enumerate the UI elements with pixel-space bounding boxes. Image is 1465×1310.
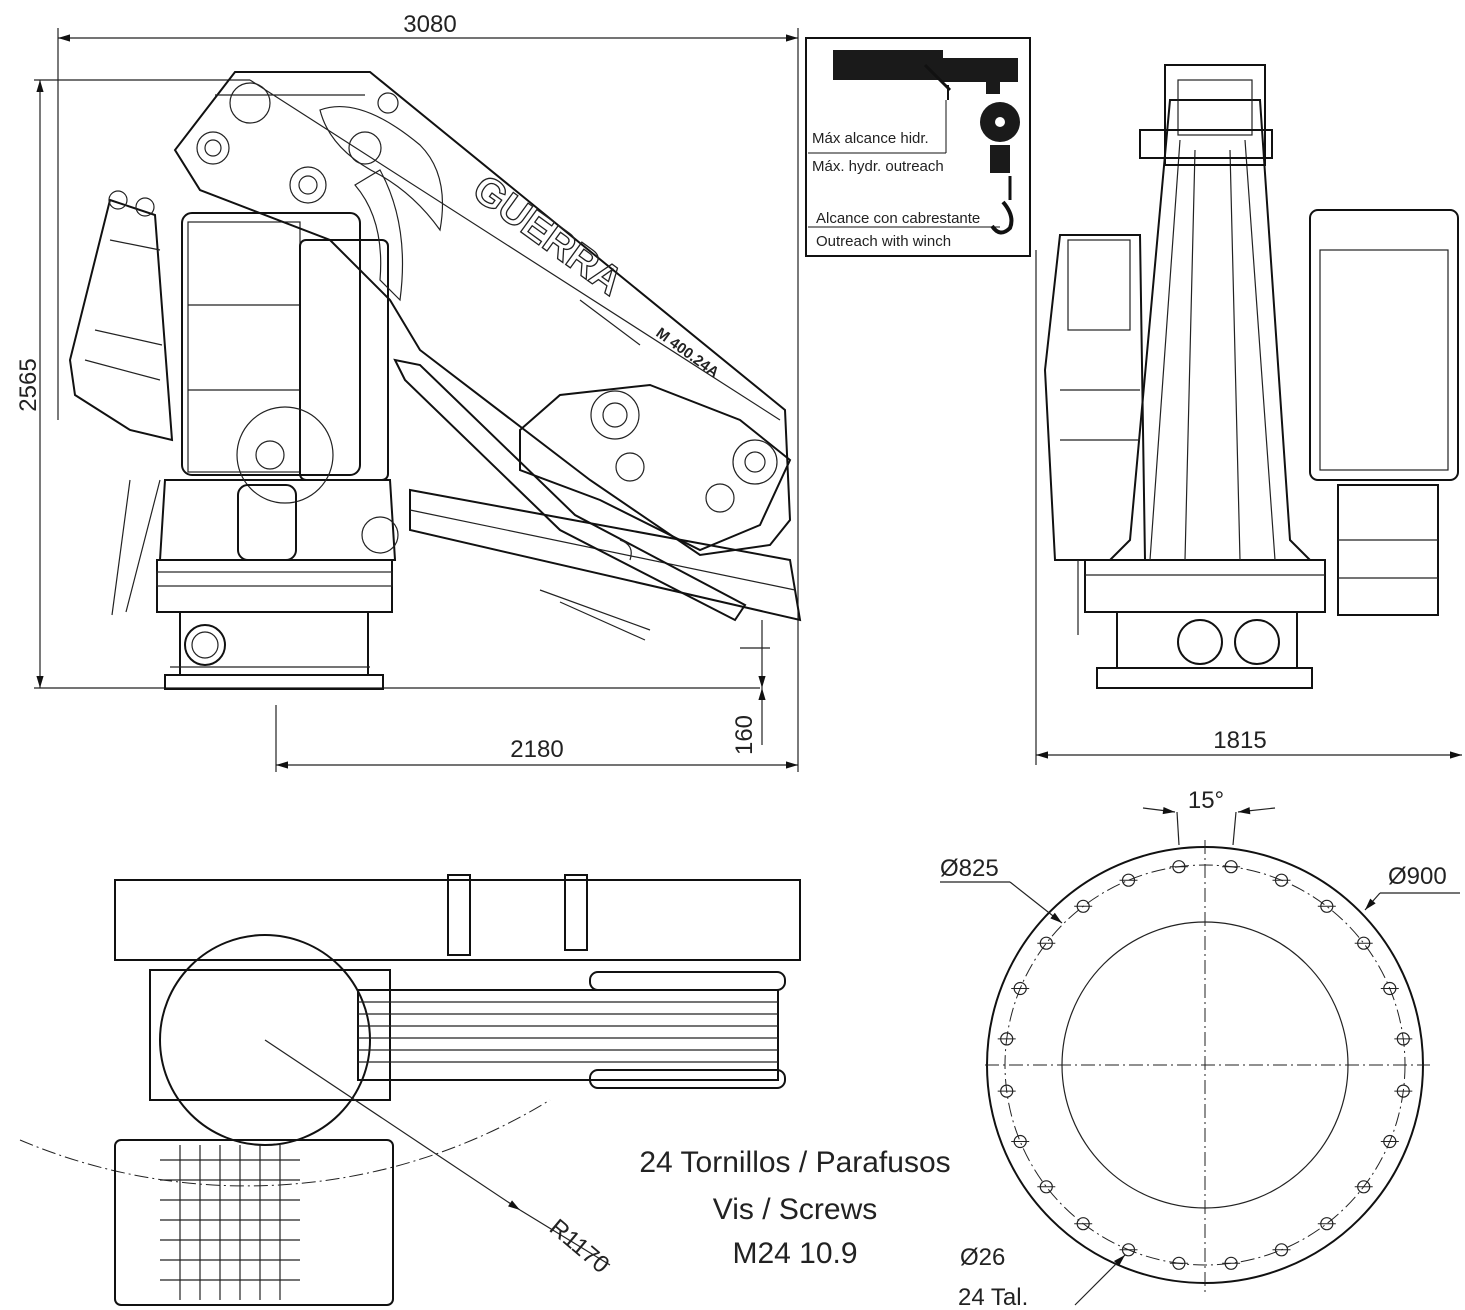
flange-drawing: 15° Ø825 Ø900 Ø26 24 Tal.	[940, 787, 1460, 1310]
hole-diameter-label: Ø26	[960, 1244, 1005, 1271]
crane-top-view: R1170	[19, 874, 801, 1306]
front-width-label: 1815	[1213, 727, 1266, 754]
legend-line-4: Outreach with winch	[816, 233, 951, 250]
outer-diameter-label: Ø900	[1388, 863, 1447, 890]
crane-side-view: GUERRA M 400.24A	[68, 71, 802, 690]
angle-label: 15°	[1188, 787, 1224, 814]
bolt-holes	[997, 860, 1413, 1270]
legend-line-1: Máx alcance hidr.	[812, 130, 929, 147]
pcd-label: Ø825	[940, 855, 999, 882]
bolt-spec-line-1: 24 Tornillos / Parafusos	[639, 1146, 950, 1179]
base-offset-label: 160	[731, 715, 758, 755]
bolt-spec-line-3: M24 10.9	[732, 1237, 857, 1270]
hydraulic-reach-label: 2180	[510, 736, 563, 763]
dimension-base-offset: 160	[731, 620, 770, 755]
legend-box: Máx alcance hidr. Máx. hydr. outreach Al…	[805, 37, 1031, 257]
radius-label: R1170	[544, 1214, 614, 1279]
overall-width-label: 3080	[403, 11, 456, 38]
height-label: 2565	[15, 358, 42, 411]
model-label: M 400.24A	[653, 324, 722, 381]
crane-front-view: 1815	[1035, 64, 1462, 765]
dimension-height: 2565	[15, 79, 760, 689]
legend-line-2: Máx. hydr. outreach	[812, 158, 944, 175]
hole-count-label: 24 Tal.	[958, 1284, 1028, 1310]
legend-line-3: Alcance con cabrestante	[816, 210, 980, 227]
bolt-spec-line-2: Vis / Screws	[713, 1193, 878, 1226]
dimension-overall-width: 3080	[57, 11, 799, 620]
brand-logo: GUERRA	[465, 167, 631, 304]
bolt-spec: 24 Tornillos / Parafusos Vis / Screws M2…	[639, 1146, 950, 1270]
dimension-hydraulic-reach: 2180	[275, 620, 799, 772]
